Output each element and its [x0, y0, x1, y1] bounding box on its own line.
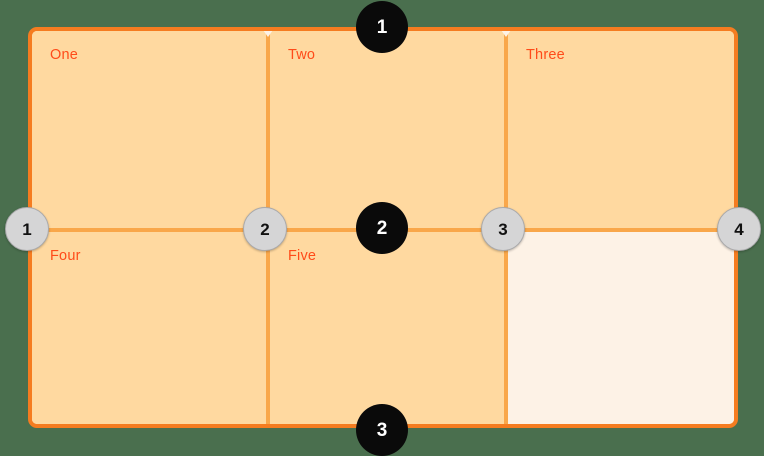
column-handle-4-label: 4	[734, 219, 744, 239]
column-handle-2[interactable]: 2	[243, 207, 287, 251]
row-handle-1-label: 1	[376, 16, 388, 38]
column-handle-3[interactable]: 3	[481, 207, 525, 251]
table-cell-three[interactable]: Three	[508, 31, 734, 228]
cell-label-three: Three	[526, 47, 565, 63]
cell-label-four: Four	[50, 248, 81, 264]
table-cell-empty[interactable]	[508, 232, 734, 424]
column-divider-notch-1	[263, 31, 273, 37]
row-handle-3[interactable]: 3	[356, 404, 408, 456]
table-cell-one[interactable]: One	[32, 31, 266, 228]
column-handle-2-label: 2	[260, 219, 270, 239]
table-cell-five[interactable]: Five	[270, 232, 504, 424]
table-cell-two[interactable]: Two	[270, 31, 504, 228]
row-handle-2-label: 2	[376, 217, 388, 239]
column-handle-4[interactable]: 4	[717, 207, 761, 251]
row-handle-3-label: 3	[376, 419, 388, 441]
row-handle-2[interactable]: 2	[356, 202, 408, 254]
cell-label-one: One	[50, 47, 79, 63]
column-handle-1[interactable]: 1	[5, 207, 49, 251]
column-divider-notch-2	[501, 31, 511, 37]
row-handle-1[interactable]: 1	[356, 1, 408, 53]
table-cell-four[interactable]: Four	[32, 232, 266, 424]
cell-label-five: Five	[288, 248, 317, 264]
column-handle-3-label: 3	[498, 219, 508, 239]
cell-label-two: Two	[288, 47, 316, 63]
column-handle-1-label: 1	[22, 219, 32, 239]
